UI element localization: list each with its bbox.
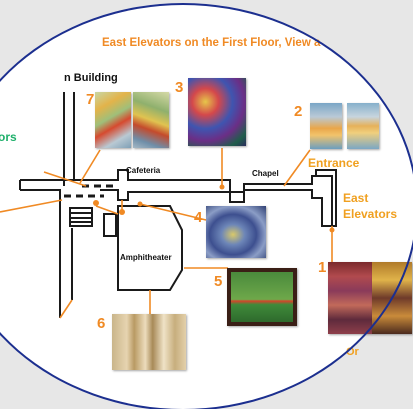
left-edge-label: ors [0, 130, 17, 144]
leader-west [0, 199, 63, 213]
artwork-1-left-thumbnail [328, 262, 372, 334]
amphitheater-outline [117, 205, 183, 291]
leader-4 [139, 203, 207, 221]
marker-dot [329, 227, 335, 233]
artwork-number-5: 5 [214, 273, 223, 290]
artwork-number-2: 2 [294, 103, 303, 120]
marker-dot [93, 200, 99, 206]
artwork-7-left-thumbnail [95, 92, 131, 148]
artwork-number-3: 3 [175, 79, 184, 96]
artwork-number-7: 7 [86, 91, 95, 108]
artwork-1-right-thumbnail [372, 262, 412, 334]
east-elevators-label-line1: East [343, 191, 369, 205]
wall-corridor-south-west [20, 189, 61, 200]
artwork-2-right-thumbnail [347, 103, 379, 149]
entrance-label: Entrance [308, 156, 360, 170]
artwork-5-canvas [231, 272, 293, 322]
leader-2 [283, 149, 311, 187]
artwork-number-4: 4 [194, 209, 203, 226]
artwork-number-6: 6 [97, 315, 106, 332]
building-label: n Building [64, 72, 118, 84]
leader-7 [79, 149, 101, 184]
artwork-3-thumbnail [188, 78, 246, 146]
artwork-4-thumbnail [206, 206, 266, 258]
wall-corridor-south [100, 189, 230, 201]
artwork-5-thumbnail [227, 268, 297, 326]
cafeteria-label: Cafeteria [126, 166, 161, 175]
leader-ors [43, 171, 87, 187]
side-room [103, 213, 117, 237]
wall-main-corridor-north [20, 169, 333, 227]
chapel-alcove [229, 192, 245, 203]
east-elevator-shaft [315, 169, 337, 227]
artwork-6-thumbnail [112, 314, 186, 370]
artwork-7-right-thumbnail [133, 92, 169, 148]
marker-dot [119, 209, 125, 215]
marker-dot [137, 201, 143, 207]
leader-stairs [95, 205, 119, 215]
leader-lower [59, 299, 73, 319]
amphitheater-label: Amphitheater [120, 253, 172, 262]
marker-dot [219, 184, 225, 190]
headline-text: East Elevators on the First Floor, View … [102, 37, 321, 49]
artwork-number-1: 1 [318, 259, 327, 276]
chapel-label: Chapel [252, 169, 279, 178]
artwork-2-left-thumbnail [310, 103, 342, 149]
east-elevators-label-line2: Elevators [343, 207, 398, 221]
bottom-edge-label: Or [346, 346, 359, 358]
